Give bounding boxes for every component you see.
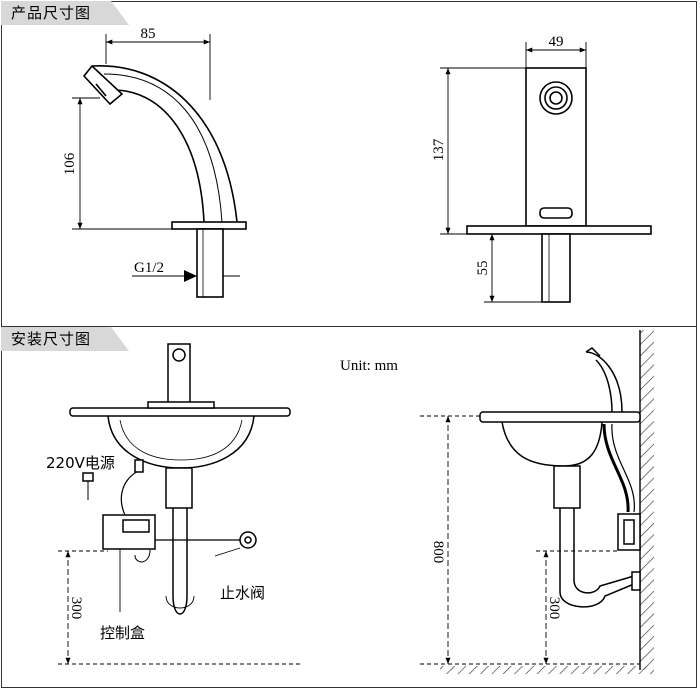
floor-hatching xyxy=(440,666,654,674)
install-side-dimensions xyxy=(420,415,640,665)
unit-label: Unit: mm xyxy=(340,358,398,374)
faucet-side-view xyxy=(82,64,247,298)
section-divider xyxy=(1,326,697,327)
dim-side-height: 106 xyxy=(62,152,78,175)
front-dimensions xyxy=(440,42,587,303)
install-front-view xyxy=(69,343,291,615)
dim-front-width: 49 xyxy=(549,34,564,50)
dim-shank-length: 55 xyxy=(475,261,491,276)
dim-thread: G1/2 xyxy=(134,260,164,276)
installation-dimensions-title: 安装尺寸图 xyxy=(1,327,129,351)
control-box-label: 控制盒 xyxy=(100,624,145,642)
install-side-view xyxy=(479,347,641,608)
dim-control-height-left: 300 xyxy=(68,597,84,620)
stop-valve-label: 止水阀 xyxy=(220,584,265,602)
side-dimensions xyxy=(72,34,240,282)
dim-control-height-right: 300 xyxy=(546,597,562,620)
dim-front-height: 137 xyxy=(431,138,447,161)
dim-install-height: 800 xyxy=(430,541,446,564)
faucet-front-view xyxy=(466,67,652,303)
wall-hatching xyxy=(640,330,654,670)
install-front-dimensions xyxy=(58,547,300,665)
dim-spout-reach: 85 xyxy=(141,26,156,42)
power-supply-label: 220V电源 xyxy=(46,454,115,472)
product-dimensions-title: 产品尺寸图 xyxy=(1,1,129,25)
